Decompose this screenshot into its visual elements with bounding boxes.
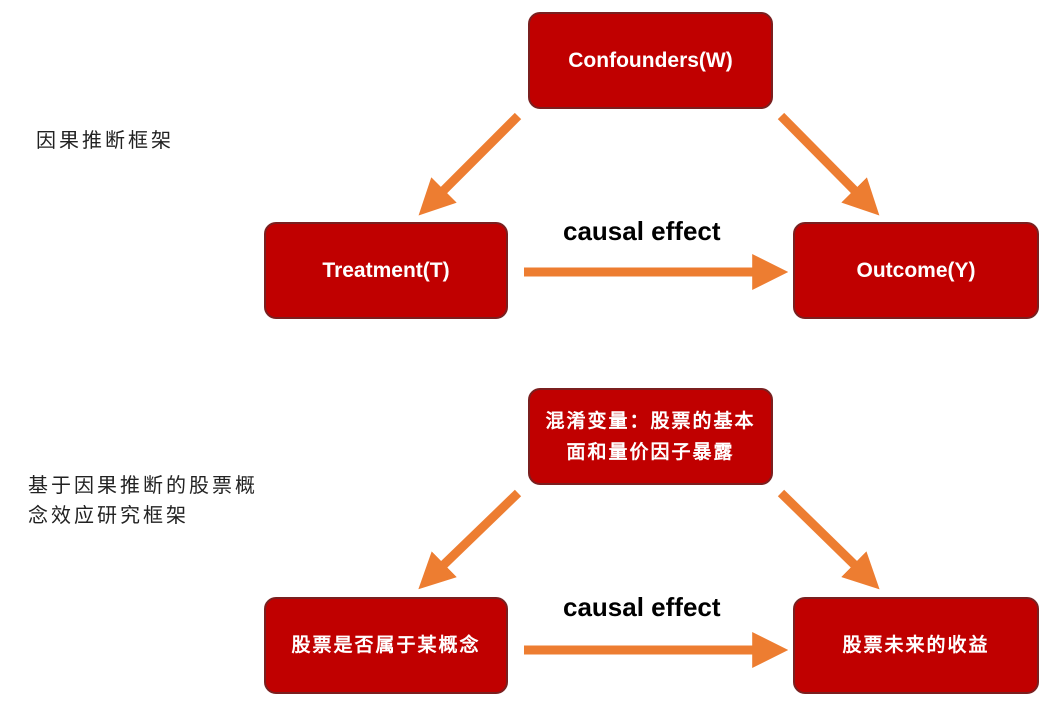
diagram1-side-label: 因果推断框架 xyxy=(36,128,174,152)
arrow-confounders-to-outcome-2 xyxy=(777,489,880,590)
causal-effect-label: causal effect xyxy=(563,216,721,246)
treatment-node-2: 股票是否属于某概念 xyxy=(264,597,508,694)
confounders-node-label: Confounders(W) xyxy=(568,48,733,72)
outcome-node-2: 股票未来的收益 xyxy=(793,597,1039,694)
treatment-node-2-label: 股票是否属于某概念 xyxy=(291,634,481,656)
causal-effect-label-2: causal effect xyxy=(563,592,721,622)
outcome-node-label: Outcome(Y) xyxy=(856,258,976,282)
treatment-node-label: Treatment(T) xyxy=(322,258,450,282)
confounders-node-2-label: 混淆变量：股票的基本面和量价因子暴露 xyxy=(545,409,756,463)
outcome-node: Outcome(Y) xyxy=(793,222,1039,319)
treatment-node: Treatment(T) xyxy=(264,222,508,319)
confounders-node-2: 混淆变量：股票的基本面和量价因子暴露 xyxy=(528,388,773,485)
arrow-confounders-to-treatment xyxy=(418,112,522,216)
arrow-confounders-to-outcome xyxy=(777,112,880,216)
outcome-node-2-label: 股票未来的收益 xyxy=(842,634,990,656)
diagram2-side-label: 基于因果推断的股票概念效应研究框架 xyxy=(28,473,258,527)
confounders-node: Confounders(W) xyxy=(528,12,773,109)
arrow-confounders-to-treatment-2 xyxy=(418,489,522,590)
